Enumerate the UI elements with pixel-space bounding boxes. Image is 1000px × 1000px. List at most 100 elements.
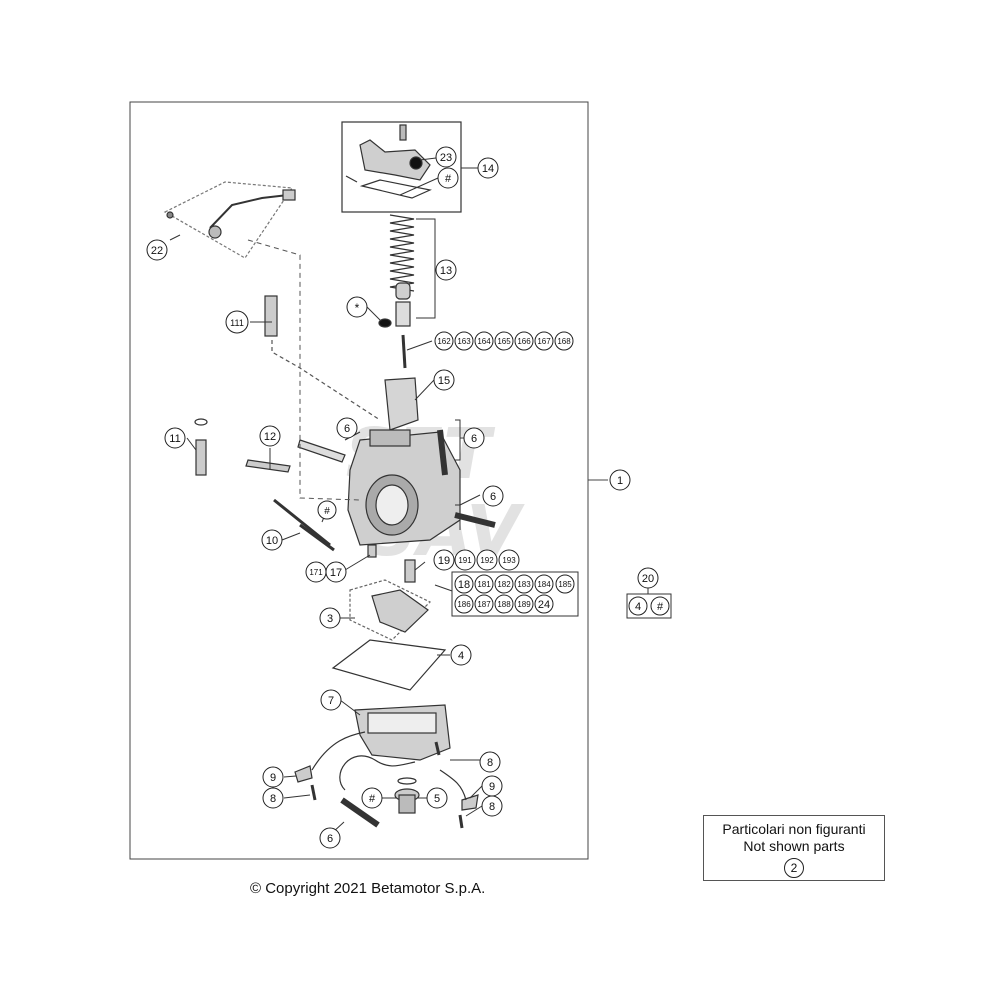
svg-text:168: 168 xyxy=(557,337,571,346)
callout-193: 193 xyxy=(498,549,520,571)
callout-167: 167 xyxy=(534,331,554,351)
svg-text:*: * xyxy=(355,301,360,315)
callout-164: 164 xyxy=(474,331,494,351)
callout-star: * xyxy=(346,296,368,318)
callout-17: 17 xyxy=(325,561,347,583)
svg-text:4: 4 xyxy=(635,601,641,613)
svg-text:#: # xyxy=(445,173,452,185)
svg-text:1: 1 xyxy=(617,475,623,487)
svg-text:187: 187 xyxy=(477,600,491,609)
callout-165: 165 xyxy=(494,331,514,351)
svg-text:165: 165 xyxy=(497,337,511,346)
callout-labels: 14 23 # 13 * 162 163 164 165 166 167 168… xyxy=(146,146,672,849)
callout-11: 11 xyxy=(164,427,186,449)
float-part xyxy=(371,589,429,633)
legend-line-english: Not shown parts xyxy=(743,838,845,854)
legend-callout-2: 2 xyxy=(784,858,804,878)
svg-text:6: 6 xyxy=(327,833,333,845)
svg-text:163: 163 xyxy=(457,337,471,346)
svg-text:3: 3 xyxy=(327,613,333,625)
svg-text:11: 11 xyxy=(169,433,180,445)
callout-6a: 6 xyxy=(336,417,358,439)
svg-text:6: 6 xyxy=(344,423,350,435)
spring-part xyxy=(389,214,415,292)
svg-text:182: 182 xyxy=(497,580,511,589)
svg-text:6: 6 xyxy=(471,433,477,445)
top-cap-part xyxy=(359,139,431,181)
svg-text:193: 193 xyxy=(502,556,516,565)
callout-7: 7 xyxy=(320,689,342,711)
callout-163: 163 xyxy=(454,331,474,351)
svg-text:181: 181 xyxy=(477,580,491,589)
callout-13: 13 xyxy=(435,259,457,281)
callout-18: 18 xyxy=(454,574,474,594)
svg-text:8: 8 xyxy=(487,757,493,769)
callout-111: 111 xyxy=(225,310,249,334)
callout-22: 22 xyxy=(146,239,168,261)
svg-text:15: 15 xyxy=(438,375,450,387)
callout-20: 20 xyxy=(637,567,659,589)
gasket-part xyxy=(359,179,432,199)
svg-text:4: 4 xyxy=(458,650,464,662)
svg-text:188: 188 xyxy=(497,600,511,609)
svg-text:8: 8 xyxy=(270,793,276,805)
callout-6c: 6 xyxy=(482,485,504,507)
svg-text:171: 171 xyxy=(309,568,323,577)
callout-186: 186 xyxy=(454,594,474,614)
svg-text:186: 186 xyxy=(457,600,471,609)
callout-20-4: 4 xyxy=(628,596,648,616)
callout-14: 14 xyxy=(477,157,499,179)
svg-text:#: # xyxy=(324,506,330,517)
callout-1: 1 xyxy=(609,469,631,491)
svg-text:22: 22 xyxy=(151,245,163,257)
svg-text:162: 162 xyxy=(437,337,451,346)
svg-text:9: 9 xyxy=(489,781,495,793)
callout-10: 10 xyxy=(261,529,283,551)
svg-text:18: 18 xyxy=(458,579,470,591)
callout-171: 171 xyxy=(305,561,327,583)
callout-181: 181 xyxy=(474,574,494,594)
svg-text:20: 20 xyxy=(642,573,654,585)
callout-9b: 9 xyxy=(481,775,503,797)
svg-text:184: 184 xyxy=(537,580,551,589)
callout-19: 19 xyxy=(433,549,455,571)
svg-text:167: 167 xyxy=(537,337,551,346)
svg-text:189: 189 xyxy=(517,600,531,609)
callout-8b: 8 xyxy=(481,795,503,817)
callout-182: 182 xyxy=(494,574,514,594)
callout-183: 183 xyxy=(514,574,534,594)
svg-text:#: # xyxy=(369,793,376,805)
svg-text:191: 191 xyxy=(458,556,472,565)
svg-text:9: 9 xyxy=(270,772,276,784)
callout-185: 185 xyxy=(555,574,575,594)
svg-text:12: 12 xyxy=(264,431,276,443)
svg-text:23: 23 xyxy=(440,152,452,164)
callout-168: 168 xyxy=(554,331,574,351)
svg-text:13: 13 xyxy=(440,265,452,277)
svg-text:6: 6 xyxy=(490,491,496,503)
svg-text:185: 185 xyxy=(558,580,572,589)
parts-drawings xyxy=(163,121,496,829)
callout-166: 166 xyxy=(514,331,534,351)
callout-187: 187 xyxy=(474,594,494,614)
callout-3: 3 xyxy=(319,607,341,629)
callout-hash-14: # xyxy=(437,167,459,189)
callout-5: 5 xyxy=(426,787,448,809)
svg-text:166: 166 xyxy=(517,337,531,346)
callout-hash-10: # xyxy=(317,500,337,520)
legend-line-italian: Particolari non figuranti xyxy=(722,821,866,837)
leader-lines xyxy=(169,157,483,834)
svg-text:17: 17 xyxy=(330,567,342,579)
callout-15: 15 xyxy=(433,369,455,391)
callout-8a: 8 xyxy=(262,787,284,809)
callout-24: 24 xyxy=(534,594,554,614)
callout-192: 192 xyxy=(476,549,498,571)
callout-6b: 6 xyxy=(463,427,485,449)
callout-6d: 6 xyxy=(319,827,341,849)
callout-9a: 9 xyxy=(262,766,284,788)
svg-text:183: 183 xyxy=(517,580,531,589)
callout-12: 12 xyxy=(259,425,281,447)
callout-188: 188 xyxy=(494,594,514,614)
svg-text:24: 24 xyxy=(538,599,550,611)
